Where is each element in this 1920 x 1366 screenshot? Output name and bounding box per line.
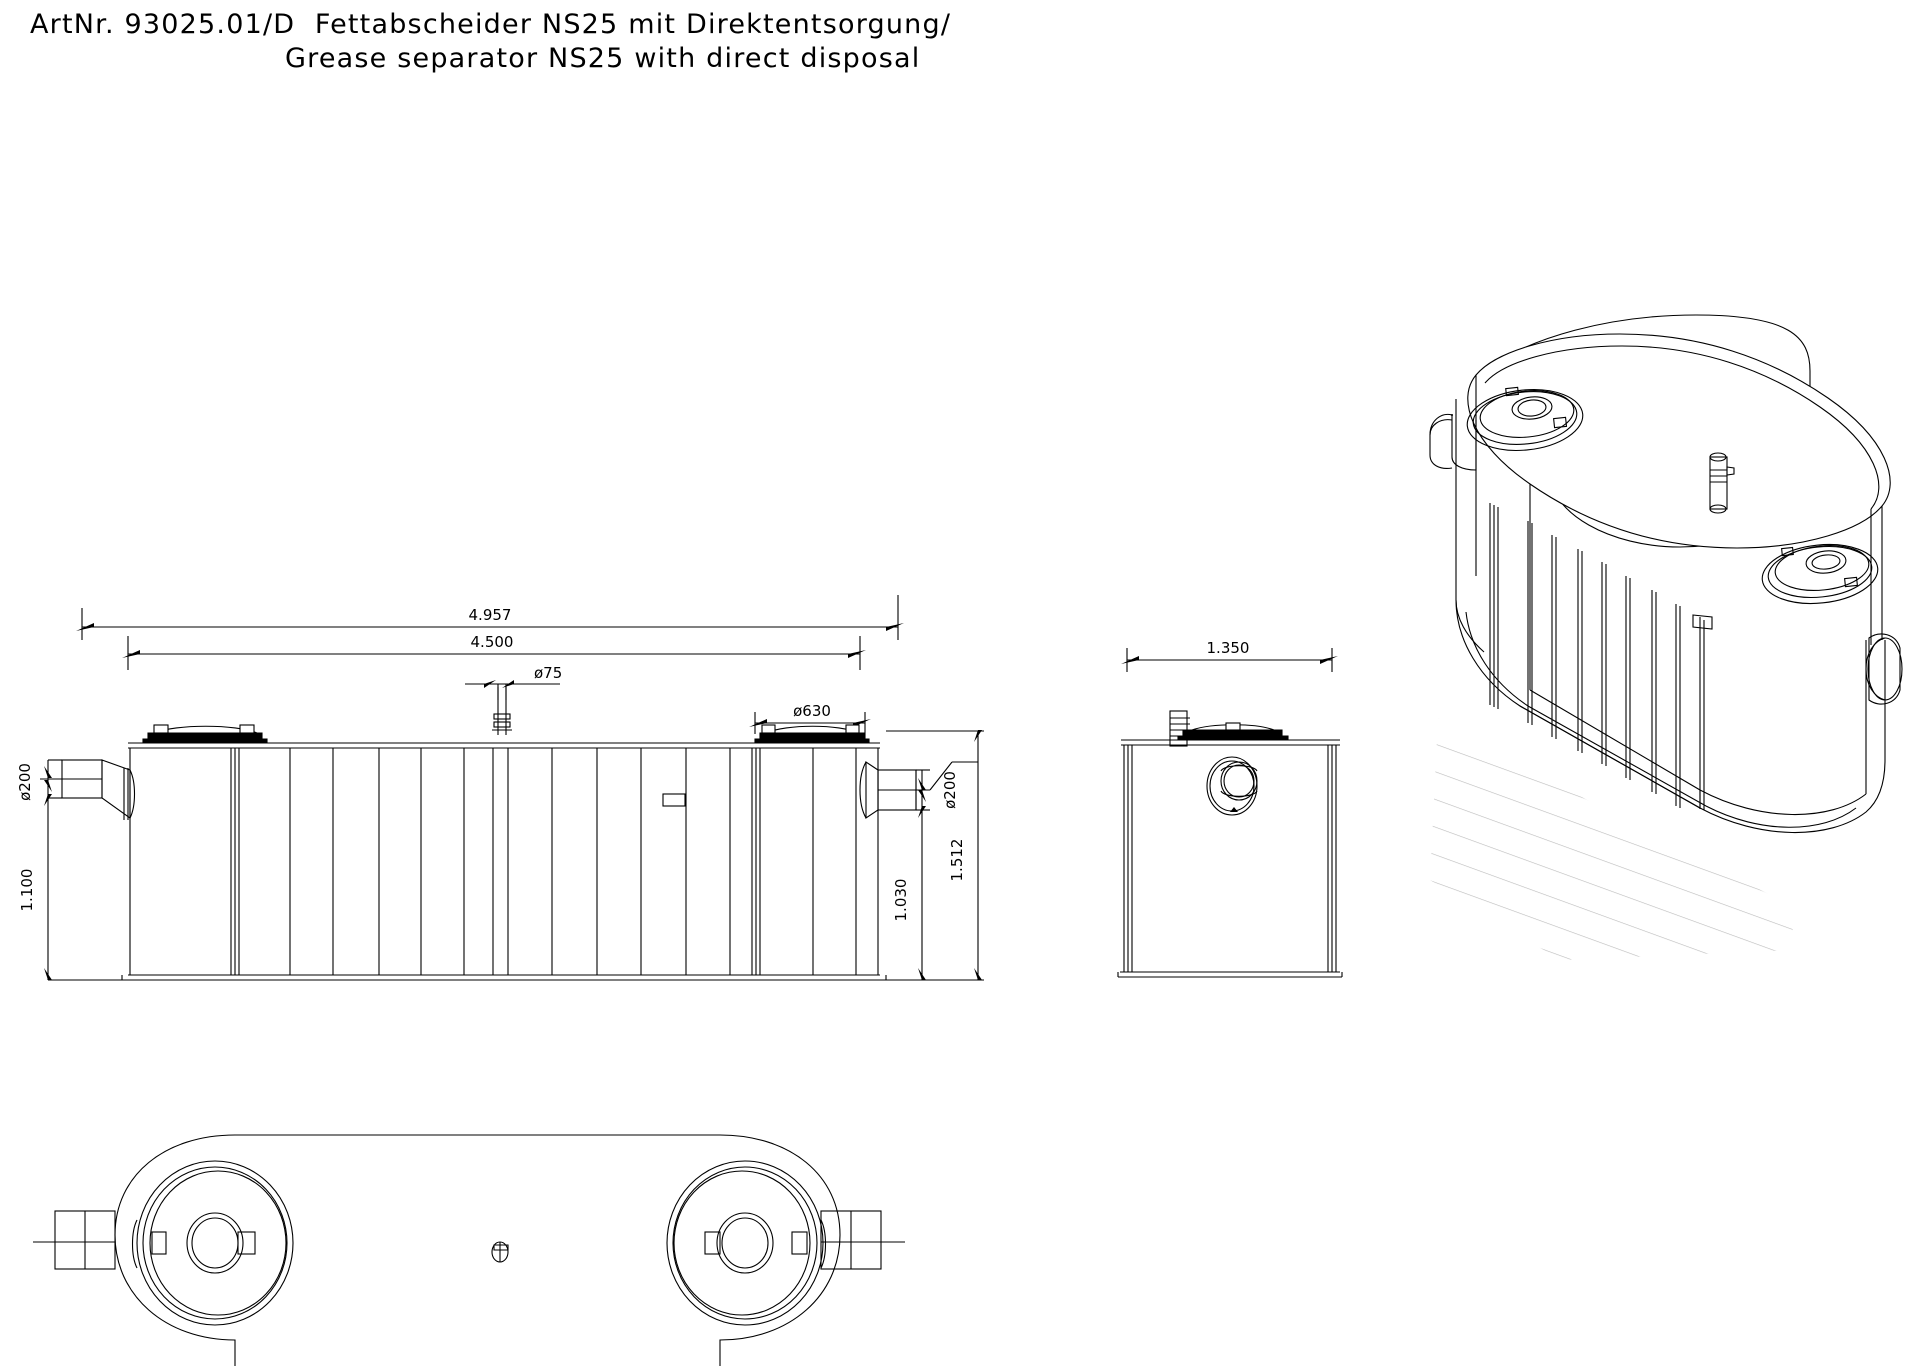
dim-label-1512: 1.512 xyxy=(948,839,966,882)
manhole-cover-side xyxy=(1177,722,1289,741)
dim-label-1350: 1.350 xyxy=(1207,639,1250,657)
dim-body-length: 4.500 xyxy=(122,633,866,670)
vent-pipe-front xyxy=(492,687,512,735)
iso-inlet-pipe xyxy=(1429,413,1477,471)
iso-left-edge xyxy=(1455,399,1485,653)
iso-nameplate xyxy=(1692,614,1713,630)
vent-plan xyxy=(491,1241,509,1263)
dim-label-4500: 4.500 xyxy=(471,633,514,651)
tank-body-front xyxy=(121,748,887,981)
tank-top-slab-side xyxy=(1121,739,1340,746)
dim-side-width: 1.350 xyxy=(1121,639,1338,672)
dim-label-d200-right: ø200 xyxy=(941,771,959,809)
dim-overall-height: 1.512 xyxy=(886,730,984,981)
inlet-nozzle-left-front xyxy=(40,759,136,820)
iso-vent-pipe xyxy=(1709,452,1735,514)
dim-label-d75: ø75 xyxy=(534,664,562,682)
dim-label-1030: 1.030 xyxy=(892,879,910,922)
title-line-german: ArtNr. 93025.01/D Fettabscheider NS25 mi… xyxy=(30,9,952,40)
manhole-left-plan xyxy=(131,1160,294,1326)
dim-vent-diameter: ø75 xyxy=(465,664,562,700)
nameplate-front xyxy=(662,793,686,807)
isometric-view xyxy=(1429,314,1903,960)
iso-manhole-left xyxy=(1466,386,1584,451)
iso-top-inner-edge xyxy=(1484,345,1880,510)
iso-front-right-curve xyxy=(1699,789,1867,816)
manhole-cover-left-front xyxy=(142,724,268,744)
dim-outlet-diameter-right: ø200 xyxy=(916,761,978,811)
side-elevation-view: 1.350 xyxy=(1117,639,1343,978)
iso-bottom-curve-inner xyxy=(1465,611,1857,828)
dim-label-1100: 1.100 xyxy=(18,869,36,912)
inlet-flange-side xyxy=(1206,756,1258,816)
dim-overall-length: 4.957 xyxy=(76,595,904,640)
outlet-pipe-right-plan xyxy=(820,1210,905,1270)
dim-label-d200-left: ø200 xyxy=(16,763,34,801)
title-line-english: Grease separator NS25 with direct dispos… xyxy=(285,43,921,74)
front-elevation-view: 4.957 4.500 xyxy=(16,595,984,981)
manhole-right-plan xyxy=(666,1160,827,1326)
inlet-pipe-left-plan xyxy=(33,1210,116,1270)
iso-base-line xyxy=(1519,705,1701,809)
iso-bottom-curve xyxy=(1455,599,1886,834)
iso-outlet-pipe xyxy=(1865,633,1903,705)
dim-outlet-height: 1.030 xyxy=(892,806,926,980)
iso-top-rim xyxy=(1467,333,1891,549)
iso-ribs xyxy=(1489,503,1705,810)
dim-inlet-diameter-left: ø200 xyxy=(16,759,62,801)
dim-inlet-height: 1.100 xyxy=(18,794,122,981)
iso-manhole-right xyxy=(1761,543,1879,605)
manhole-cover-right-front xyxy=(754,724,870,744)
dim-label-4957: 4.957 xyxy=(469,606,512,624)
ground-shadow-hatch xyxy=(1430,718,1795,960)
tank-body-side xyxy=(1117,745,1343,978)
vent-pipe-side xyxy=(1169,710,1190,747)
tank-top-slab-front xyxy=(128,742,880,749)
plan-body-outline xyxy=(114,1134,841,1366)
dim-label-d630: ø630 xyxy=(793,702,831,720)
outlet-nozzle-right-front xyxy=(859,760,930,820)
tank-ribs-front xyxy=(230,748,857,975)
drawing-title-block: ArtNr. 93025.01/D Fettabscheider NS25 mi… xyxy=(0,8,1300,76)
plan-view xyxy=(33,1134,905,1366)
